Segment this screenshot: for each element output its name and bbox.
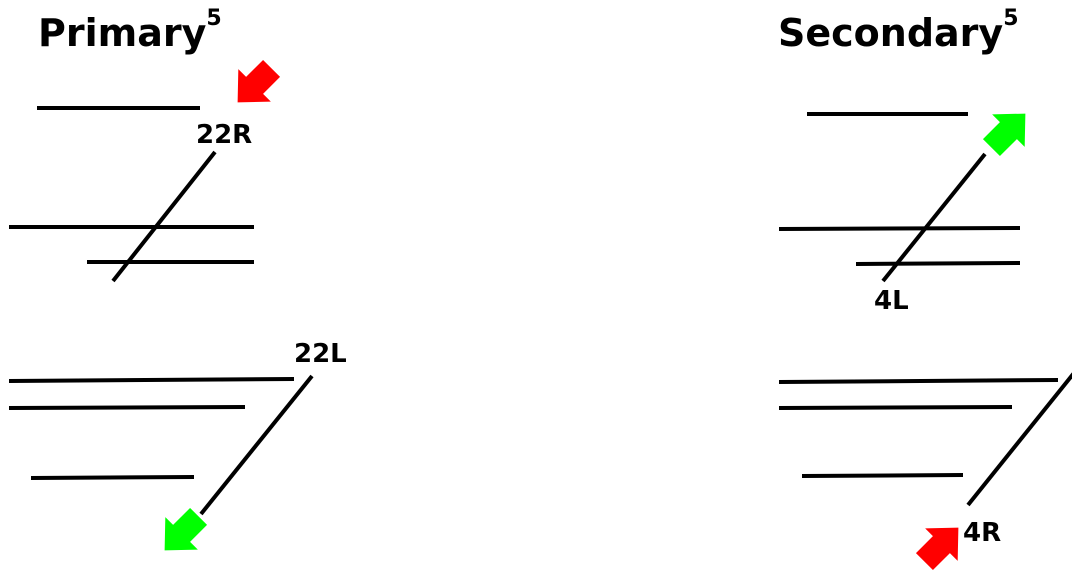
runway-22l-line xyxy=(199,374,314,516)
runway-4l-label: 4L xyxy=(874,286,909,316)
primary-title: Primary5 xyxy=(38,8,222,55)
secondary-bottom-runway-line-2 xyxy=(778,405,1013,410)
runway-22r-label: 22R xyxy=(196,120,252,150)
secondary-bottom-runway-line-1 xyxy=(778,378,1059,384)
primary-bottom-group: 22L xyxy=(8,339,347,551)
secondary-bottom-group: 4R xyxy=(778,372,1072,571)
primary-22r-arrival-arrow xyxy=(237,59,281,103)
arrow-up-right-icon xyxy=(915,527,959,571)
secondary-bottom-runway-line-3 xyxy=(801,473,964,478)
secondary-4l-departure-arrow xyxy=(982,113,1026,157)
primary-title-superscript: 5 xyxy=(206,6,222,31)
secondary-top-group: 4L xyxy=(778,112,1026,316)
runway-4r-line xyxy=(966,372,1072,507)
runway-22l-label: 22L xyxy=(294,339,347,369)
runway-4r-label: 4R xyxy=(963,518,1001,548)
secondary-title: Secondary5 xyxy=(778,8,1019,55)
secondary-4r-arrival-arrow xyxy=(915,527,959,571)
runway-4l-line xyxy=(881,152,987,283)
secondary-title-superscript: 5 xyxy=(1003,6,1019,31)
primary-22l-departure-arrow xyxy=(164,507,208,551)
primary-bottom-runway-line-3 xyxy=(30,475,195,480)
primary-title-text: Primary xyxy=(38,11,207,55)
arrow-down-left-icon xyxy=(237,59,281,103)
arrow-down-left-icon xyxy=(164,507,208,551)
primary-bottom-runway-line-2 xyxy=(8,405,246,410)
secondary-title-text: Secondary xyxy=(778,11,1004,55)
secondary-top-runway-line-2 xyxy=(778,226,1021,231)
primary-bottom-runway-line-1 xyxy=(8,377,295,383)
primary-top-group: 22R xyxy=(9,59,281,283)
arrow-up-right-icon xyxy=(982,113,1026,157)
runway-22r-line xyxy=(111,150,217,283)
secondary-top-runway-line-3 xyxy=(855,261,1021,266)
